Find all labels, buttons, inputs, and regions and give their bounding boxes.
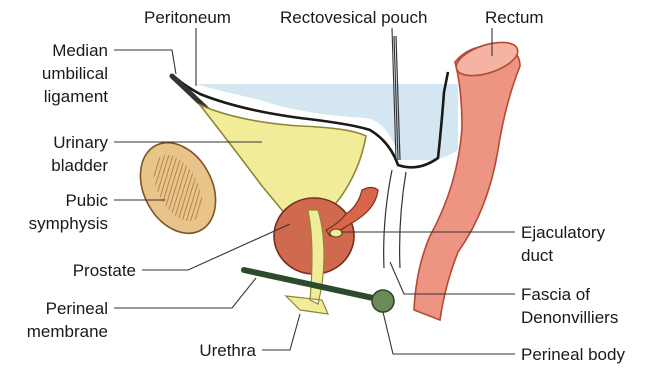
label-ejaculatory-2: duct: [521, 246, 553, 265]
label-pubic-1: Pubic: [65, 191, 108, 210]
label-urethra: Urethra: [199, 341, 256, 360]
label-median-umbilical-1: Median: [52, 41, 108, 60]
perineal-body: [372, 290, 394, 312]
label-ejaculatory-1: Ejaculatory: [521, 223, 606, 242]
label-rectum: Rectum: [485, 8, 544, 27]
leader-perineal-membrane: [114, 278, 256, 308]
label-fascia-2: Denonvilliers: [521, 308, 618, 327]
leader-urethra: [262, 314, 300, 350]
ejaculatory-duct: [330, 229, 342, 237]
label-peritoneum: Peritoneum: [144, 8, 231, 27]
label-bladder-2: bladder: [51, 156, 108, 175]
label-perineal-membrane-2: membrane: [27, 322, 108, 341]
label-fascia-1: Fascia of: [521, 285, 590, 304]
label-pubic-2: symphysis: [29, 214, 108, 233]
label-perineal-membrane-1: Perineal: [46, 299, 108, 318]
label-median-umbilical-3: ligament: [44, 87, 109, 106]
label-median-umbilical-2: umbilical: [42, 64, 108, 83]
fascia-of-denonvilliers: [384, 170, 406, 268]
label-prostate: Prostate: [73, 261, 136, 280]
leader-perineal-body: [383, 312, 515, 354]
label-bladder-1: Urinary: [53, 133, 108, 152]
leader-prostate: [142, 224, 290, 270]
label-perineal-body: Perineal body: [521, 345, 625, 364]
leader-median-umbilical: [114, 50, 176, 74]
label-rectovesical-pouch: Rectovesical pouch: [280, 8, 427, 27]
